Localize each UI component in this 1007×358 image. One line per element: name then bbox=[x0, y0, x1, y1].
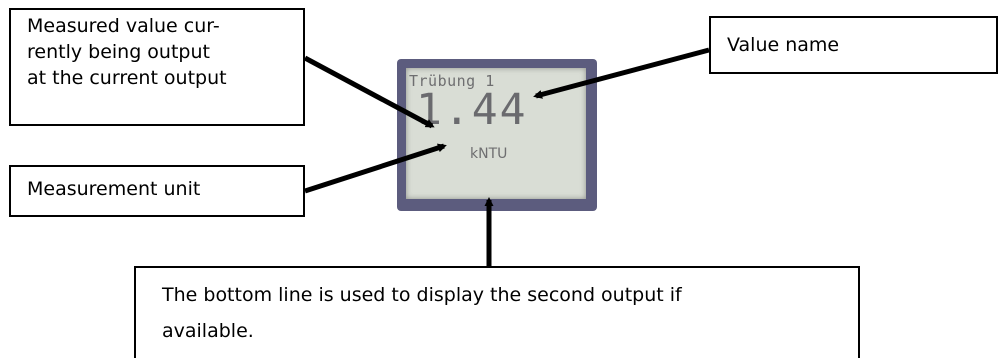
callout-measurement-unit: Measurement unit bbox=[9, 165, 305, 217]
callout-value-name: Value name bbox=[709, 16, 998, 74]
callout-bottom-line-2: available. bbox=[162, 320, 254, 342]
callout-bottom-line: The bottom line is used to display the s… bbox=[134, 266, 860, 358]
callout-name-text: Value name bbox=[727, 34, 840, 56]
callout-unit-text: Measurement unit bbox=[27, 178, 201, 200]
arrow-to-value-name bbox=[533, 47, 710, 99]
arrow-to-unit bbox=[304, 143, 447, 194]
arrow-to-measured-value bbox=[303, 55, 435, 129]
lcd-value-name: Trübung 1 bbox=[409, 72, 495, 90]
lcd-unit: kNTU bbox=[470, 146, 508, 162]
callout-measured-value: Measured value cur- rently being output … bbox=[9, 8, 305, 126]
lcd-screen: Trübung 1 1.44 kNTU bbox=[406, 68, 586, 199]
callout-measured-line-2: rently being output bbox=[27, 41, 210, 63]
lcd-display: Trübung 1 1.44 kNTU bbox=[397, 59, 597, 211]
callout-measured-line-3: at the current output bbox=[27, 67, 227, 89]
callout-measured-line-1: Measured value cur- bbox=[27, 15, 220, 37]
callout-bottom-line-1: The bottom line is used to display the s… bbox=[162, 284, 682, 306]
